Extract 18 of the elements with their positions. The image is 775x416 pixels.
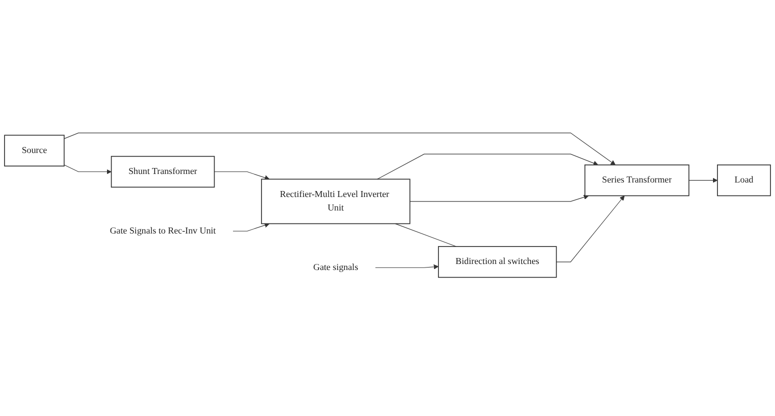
node-box: Source bbox=[4, 134, 65, 166]
arrow bbox=[688, 178, 718, 183]
node-box: Load bbox=[717, 164, 771, 196]
arrow bbox=[232, 222, 270, 232]
node-text: Gate Signals to Rec-Inv Unit bbox=[110, 226, 216, 236]
node-box: Rectifier-Multi Level Inverter Unit bbox=[261, 178, 410, 224]
arrow bbox=[376, 154, 598, 180]
arrow bbox=[410, 194, 589, 202]
node-text: Gate signals bbox=[313, 262, 358, 272]
arrow bbox=[64, 164, 112, 174]
node-box: Series Transformer bbox=[584, 164, 690, 196]
node-box: Shunt Transformer bbox=[110, 156, 215, 188]
node-box: Bidirection al switches bbox=[438, 246, 557, 278]
arrow bbox=[214, 171, 270, 180]
arrow bbox=[64, 132, 616, 166]
arrow bbox=[374, 264, 439, 270]
connector bbox=[394, 223, 456, 247]
arrow bbox=[556, 196, 625, 262]
